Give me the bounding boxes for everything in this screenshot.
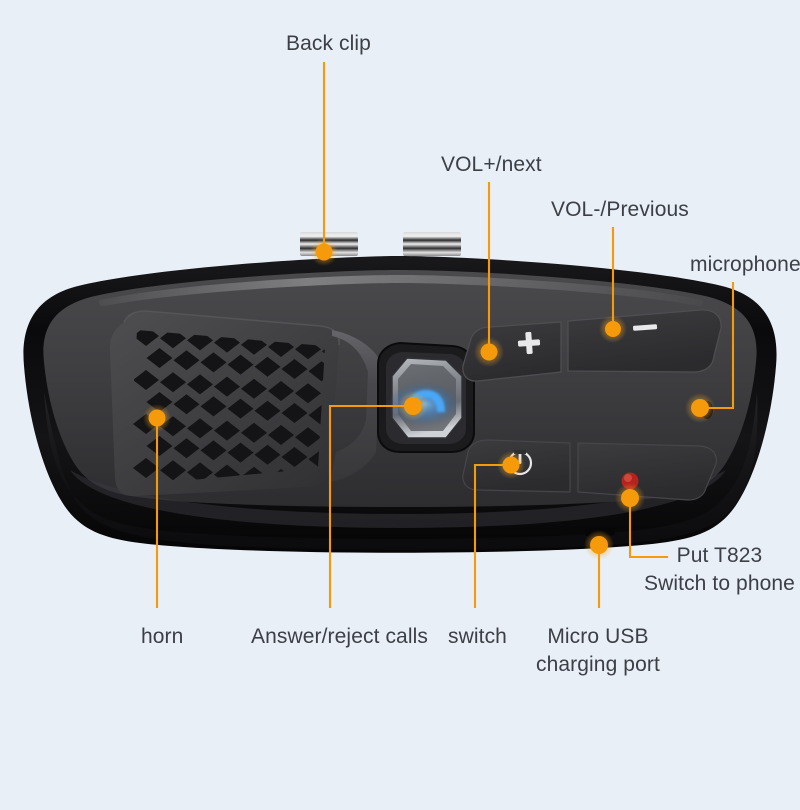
grille-diamond	[146, 436, 173, 456]
callout-label-answer-reject-calls: Answer/reject calls	[251, 625, 428, 648]
grille-diamond	[268, 381, 294, 401]
grille-diamond	[146, 348, 173, 368]
callout-label-put-t823-line1: Put T823	[676, 544, 763, 567]
status-led-hilite	[624, 474, 632, 482]
grille-diamond	[281, 403, 308, 423]
grille-diamond	[133, 370, 159, 390]
callout-dot-microphone[interactable]	[685, 393, 715, 423]
back-clip-right	[403, 232, 461, 256]
grille-diamond	[227, 354, 254, 375]
callout-dot-answer-calls[interactable]	[398, 391, 428, 421]
grille-diamond	[187, 462, 213, 483]
grille-diamond	[187, 418, 213, 439]
grille-diamond	[200, 352, 227, 373]
callout-label-micro-usb-line2: charging port	[536, 652, 660, 676]
grille-diamond	[200, 440, 227, 461]
grille-diamond	[133, 458, 159, 478]
callout-dots	[143, 238, 715, 560]
callout-dot-horn[interactable]	[143, 404, 171, 432]
leader-answer-calls	[328, 404, 413, 608]
leader-switch	[473, 463, 511, 608]
grille-diamond	[173, 438, 200, 459]
grille-diamond	[173, 350, 200, 371]
callout-dot-micro-usb[interactable]	[584, 530, 614, 560]
grille-diamond	[241, 378, 267, 399]
leader-put-t823	[628, 498, 668, 559]
callout-label-switch: switch	[448, 625, 507, 648]
grille-diamond	[295, 383, 321, 404]
callout-dot-vol-down[interactable]	[599, 315, 627, 343]
grille-diamond	[268, 425, 294, 445]
top-highlight	[98, 275, 704, 307]
callout-label-micro-usb-line1: Micro USB	[547, 625, 649, 648]
grille-diamond	[254, 444, 281, 465]
grille-diamond	[295, 427, 321, 448]
volume-down-icon	[632, 324, 658, 331]
speaker-grille	[133, 330, 325, 486]
callout-label-microphone: microphone	[690, 253, 800, 276]
grille-diamond	[241, 422, 267, 443]
front-gloss	[70, 470, 726, 528]
grille-diamond	[214, 376, 240, 397]
grille-diamond	[187, 374, 213, 395]
grille-diamond	[227, 442, 254, 463]
callout-label-vol-up-next: VOL+/next	[441, 153, 542, 176]
grille-diamond	[173, 394, 200, 415]
callout-label-vol-down-previous: VOL-/Previous	[551, 198, 689, 221]
callout-dot-back-clip[interactable]	[310, 238, 338, 266]
grille-diamond	[227, 398, 254, 419]
volume-up-icon	[517, 331, 541, 355]
grille-diamond	[200, 396, 227, 417]
grille-diamond	[214, 420, 240, 441]
indicator-panel	[577, 442, 717, 501]
grille-diamond	[281, 447, 308, 467]
grille-diamond	[160, 460, 186, 481]
callout-dot-switch[interactable]	[497, 451, 525, 479]
center-ridge	[330, 330, 380, 482]
callout-dot-vol-up[interactable]	[474, 337, 504, 367]
grille-diamond	[160, 372, 186, 393]
grille-diamond	[308, 361, 325, 382]
callout-label-put-t823-switch-to-phone: Put T823 Switch to phone	[644, 542, 795, 597]
grille-diamond	[254, 400, 281, 421]
callout-label-micro-usb-charging-port: Micro USB charging port	[536, 623, 660, 678]
callout-dot-put-t823[interactable]	[615, 483, 645, 513]
grille-diamond	[254, 356, 281, 377]
grille-diamond	[281, 359, 308, 379]
callout-label-back-clip: Back clip	[286, 32, 371, 55]
leader-microphone	[700, 282, 735, 410]
callout-label-horn: horn	[141, 625, 184, 648]
callout-label-put-t823-line2: Switch to phone	[644, 571, 795, 595]
